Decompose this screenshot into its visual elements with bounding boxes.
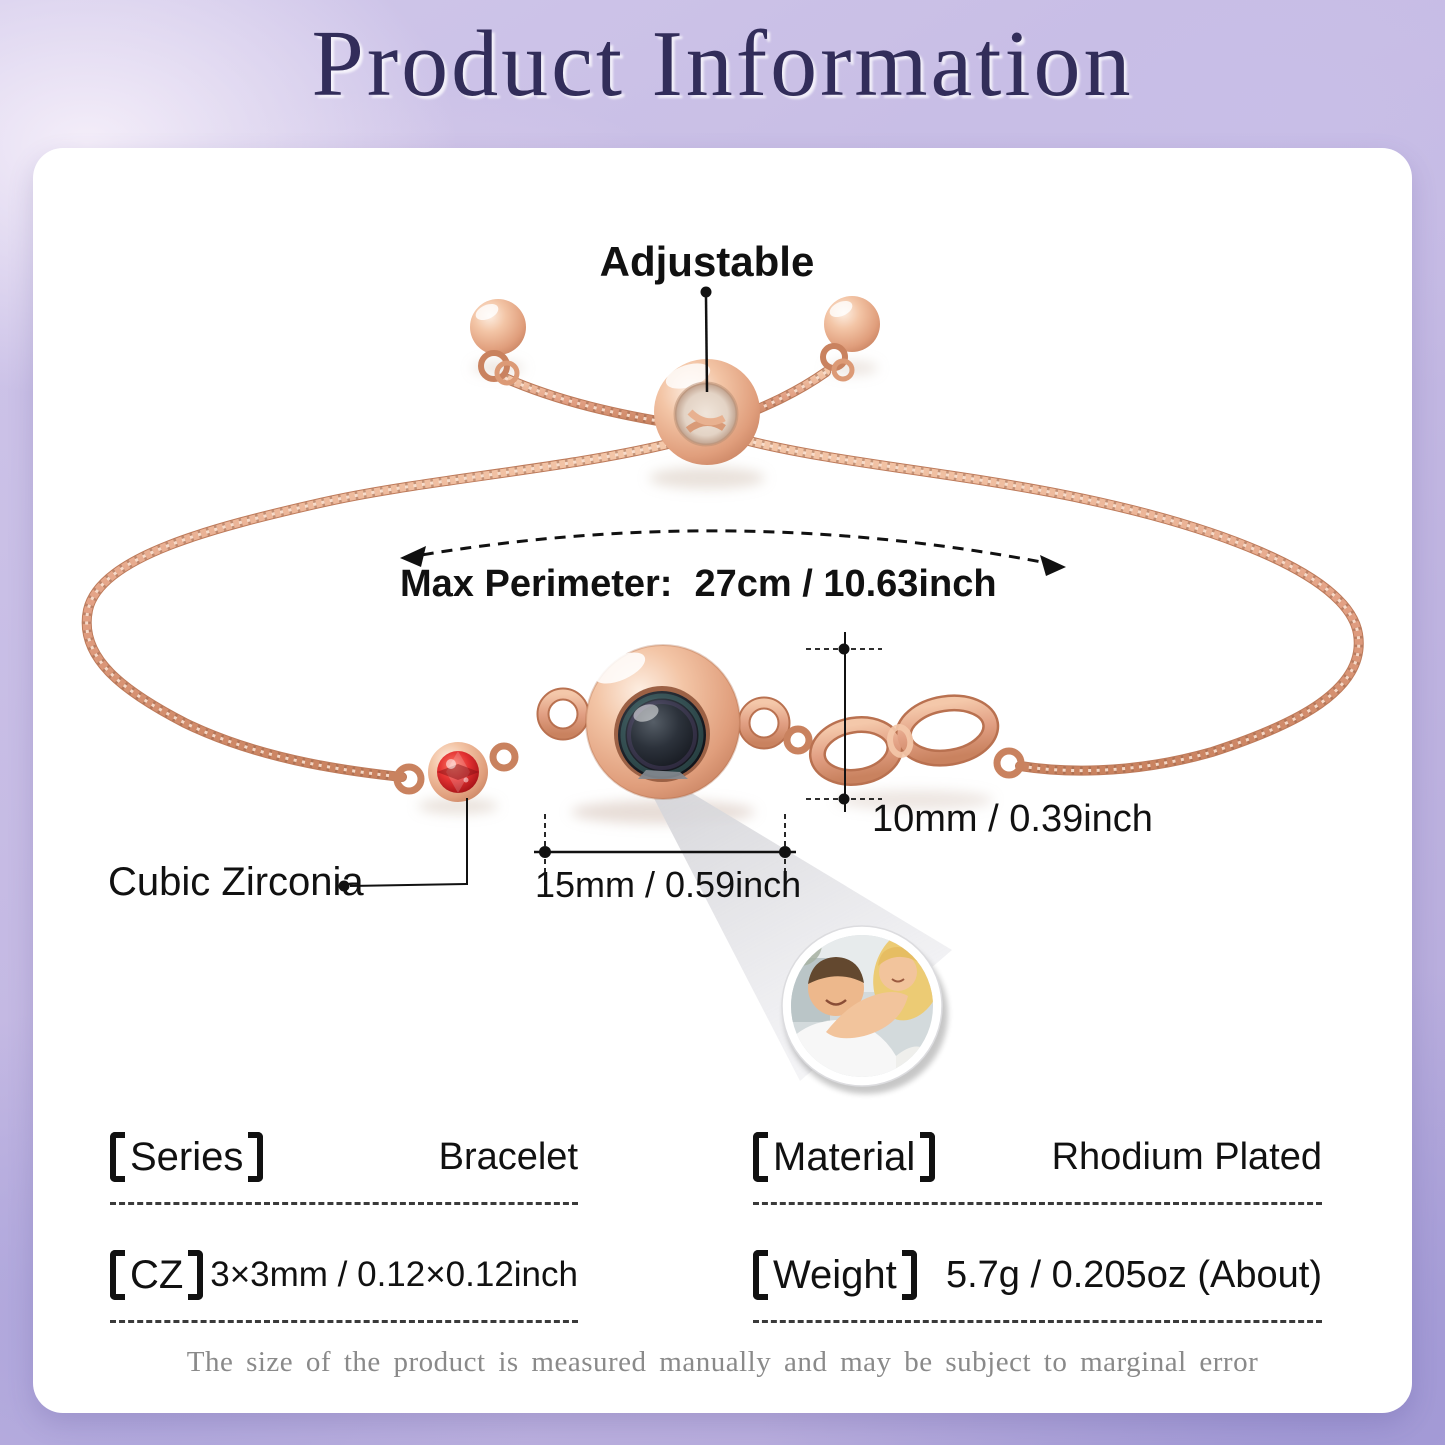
spec-label-series: Series <box>110 1132 264 1182</box>
bracket-left-icon <box>753 1132 768 1182</box>
page-title: Product Information <box>311 12 1134 116</box>
product-card <box>33 148 1412 1413</box>
spec-label-text: Material <box>773 1134 916 1179</box>
spec-label-text: Weight <box>773 1252 897 1297</box>
spec-row-weight: Weight 5.7g / 0.205oz (About) <box>753 1246 1322 1304</box>
bracket-left-icon <box>110 1250 125 1300</box>
disclaimer-text: The size of the product is measured manu… <box>186 1346 1259 1378</box>
spec-label-cz: CZ <box>110 1250 204 1300</box>
charm-width-label: 15mm / 0.59inch <box>535 864 802 905</box>
spec-label-weight: Weight <box>753 1250 917 1300</box>
bracket-right-icon <box>248 1132 264 1182</box>
divider-dashed <box>110 1320 578 1323</box>
max-perimeter-value: 27cm / 10.63inch <box>694 563 997 605</box>
divider-dashed <box>753 1320 1322 1323</box>
spec-label-text: Series <box>130 1134 244 1179</box>
bracket-left-icon <box>753 1250 768 1300</box>
spec-row-cz: CZ 3×3mm / 0.12×0.12inch <box>110 1246 578 1304</box>
bracket-left-icon <box>110 1132 125 1182</box>
bracket-right-icon <box>901 1250 917 1300</box>
charm-height-label: 10mm / 0.39inch <box>872 798 1153 840</box>
spec-row-material: Material Rhodium Plated <box>753 1128 1322 1186</box>
adjustable-label: Adjustable <box>599 238 815 285</box>
spec-value-cz: 3×3mm / 0.12×0.12inch <box>210 1255 578 1294</box>
spec-value-series: Bracelet <box>438 1135 578 1178</box>
divider-dashed <box>753 1202 1322 1205</box>
bracket-right-icon <box>920 1132 936 1182</box>
spec-value-weight: 5.7g / 0.205oz (About) <box>945 1253 1322 1296</box>
spec-row-series: Series Bracelet <box>110 1128 578 1186</box>
cubic-zirconia-label: Cubic Zirconia <box>108 860 364 904</box>
spec-value-material: Rhodium Plated <box>1051 1135 1322 1178</box>
spec-label-material: Material <box>753 1132 936 1182</box>
bracket-right-icon <box>188 1250 204 1300</box>
divider-dashed <box>110 1202 578 1205</box>
max-perimeter-title: Max Perimeter: <box>400 563 673 605</box>
spec-label-text: CZ <box>130 1252 184 1297</box>
max-perimeter-label: Max Perimeter: 27cm / 10.63inch <box>400 563 997 606</box>
